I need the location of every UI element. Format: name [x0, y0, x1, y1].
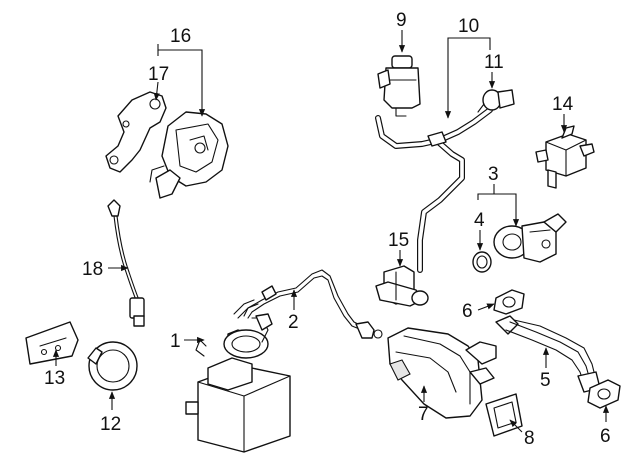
callout-9: 9 [396, 10, 407, 31]
callout-17: 17 [148, 64, 169, 85]
egr-valve-part-3 [493, 213, 567, 263]
control-valve-part-14 [535, 125, 595, 189]
vacuum-solenoid-part-15 [375, 265, 429, 307]
vacuum-lines-part-10 [375, 107, 493, 273]
leader-lines [52, 30, 610, 433]
callout-2: 2 [288, 312, 299, 333]
callout-1: 1 [170, 331, 181, 352]
callout-10: 10 [458, 16, 479, 37]
heat-shield-part-13 [25, 321, 79, 365]
egr-cooler-part-7 [387, 327, 497, 419]
cover-part-12 [87, 341, 138, 391]
o-ring-part-4 [472, 251, 492, 273]
callout-7: 7 [418, 404, 429, 425]
callout-4: 4 [474, 210, 485, 231]
oxygen-sensor-part-18 [107, 199, 145, 327]
callout-3: 3 [488, 164, 499, 185]
callout-15: 15 [388, 230, 409, 251]
callout-12: 12 [100, 414, 121, 435]
callout-13: 13 [44, 368, 65, 389]
callout-18: 18 [82, 259, 103, 280]
bracket-part-17 [105, 91, 167, 173]
canister-part-1 [185, 313, 291, 453]
callout-16: 16 [170, 26, 191, 47]
callout-11: 11 [484, 52, 504, 73]
solenoid-part-9 [377, 55, 421, 117]
callout-6-upper: 6 [462, 301, 473, 322]
callout-labels: 16 17 18 13 12 1 2 9 10 11 14 3 4 15 6 5… [44, 10, 611, 449]
purge-valve-part-16 [149, 111, 229, 199]
callout-14: 14 [552, 94, 574, 115]
callout-5: 5 [540, 370, 551, 391]
gasket-part-6-upper [493, 289, 525, 315]
callout-6-lower: 6 [600, 426, 611, 447]
callout-8: 8 [524, 428, 535, 449]
gasket-part-8 [485, 393, 523, 437]
check-valve-part-11 [477, 89, 515, 113]
gasket-part-6-lower [587, 379, 621, 409]
vapor-hose-part-2 [233, 269, 383, 339]
